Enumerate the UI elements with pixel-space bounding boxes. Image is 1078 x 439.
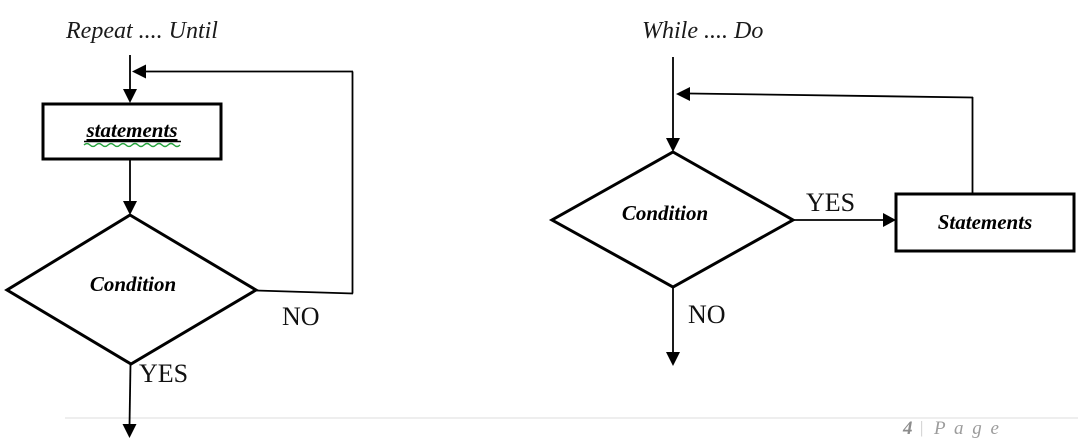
condition-label: Condition (90, 272, 176, 296)
statements-box (41, 102, 223, 161)
arrowhead-into-condition (123, 201, 137, 215)
diamond-to-feedback-line (255, 289, 354, 295)
repeat-until-flowchart: Repeat .... Until statements Condition N… (4, 18, 354, 438)
no-branch-label: NO (688, 300, 726, 329)
exit-line (128, 363, 132, 427)
exit-arrowhead (122, 424, 137, 438)
feedback-arrowhead (676, 87, 690, 101)
footer-separator: | (920, 418, 923, 437)
while-do-title: While .... Do (642, 18, 763, 44)
statements-label: statements (85, 118, 177, 142)
feedback-top-line (689, 92, 974, 99)
condition-label: Condition (622, 201, 708, 225)
footer-page-number: 4 (902, 418, 914, 439)
feedback-arrowhead (132, 64, 146, 79)
page-footer: 4 | P a g e (65, 417, 1078, 439)
spellcheck-squiggle (83, 142, 181, 148)
yes-branch-label: YES (139, 359, 188, 388)
yes-branch-label: YES (806, 188, 855, 217)
arrowhead-into-condition (666, 138, 680, 152)
repeat-until-title: Repeat .... Until (65, 18, 218, 44)
condition-diamond (4, 213, 259, 366)
statements-box (894, 192, 1076, 253)
footer-page-word: P a g e (933, 418, 1001, 439)
while-do-flowchart: While .... Do Condition YES Statements N… (548, 18, 1076, 366)
arrowhead-into-statements (883, 213, 896, 227)
no-branch-label: NO (282, 302, 320, 331)
exit-arrowhead (666, 352, 680, 366)
arrowhead-into-statements (123, 89, 137, 103)
statements-label: Statements (938, 210, 1033, 234)
